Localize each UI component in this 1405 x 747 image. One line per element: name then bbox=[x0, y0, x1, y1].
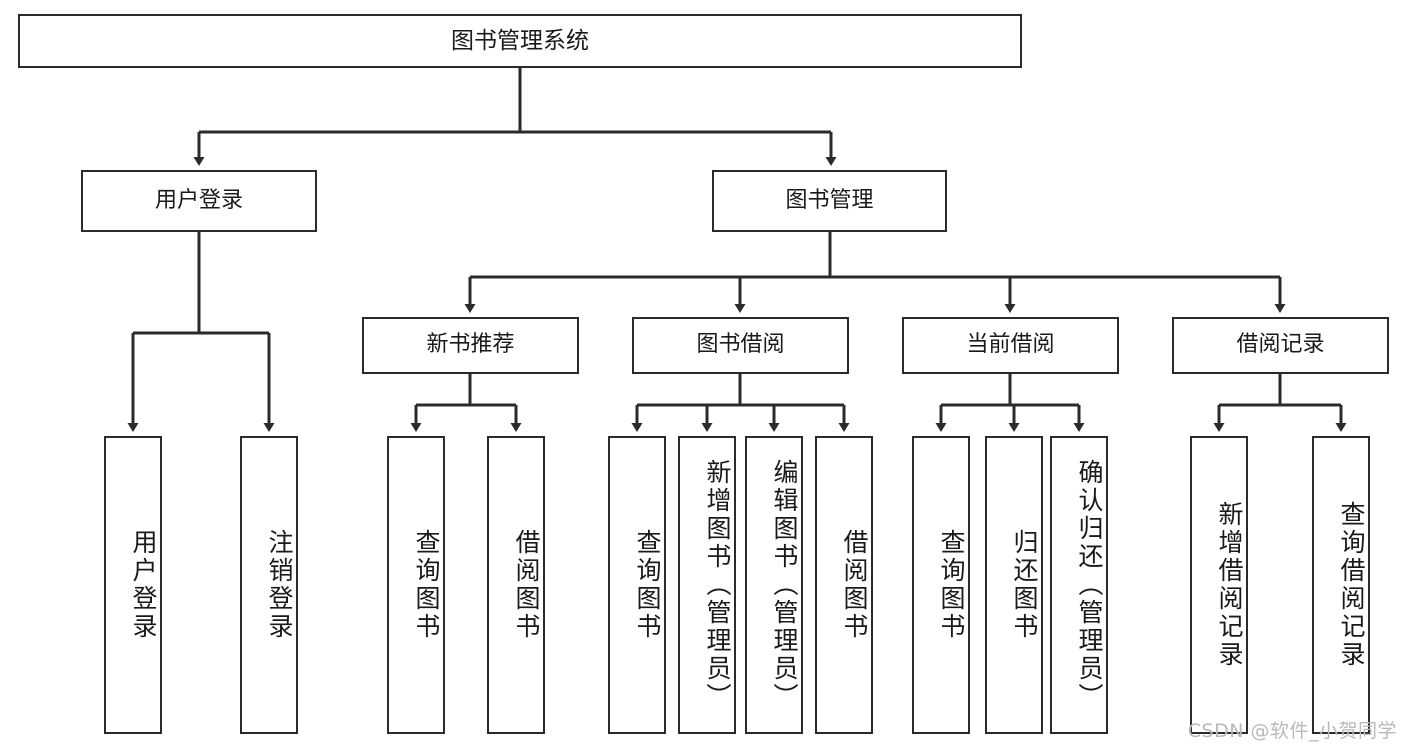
leaf-node[interactable]: 注销登录 bbox=[240, 436, 298, 734]
node-current-borrow-label: 当前借阅 bbox=[966, 332, 1055, 358]
leaf-node[interactable]: 用户登录 bbox=[104, 436, 162, 734]
node-current-borrow[interactable]: 当前借阅 bbox=[902, 317, 1119, 374]
leaf-node[interactable]: 确认归还（管理员） bbox=[1050, 436, 1108, 734]
node-book-borrow[interactable]: 图书借阅 bbox=[632, 317, 849, 374]
leaf-node[interactable]: 借阅图书 bbox=[487, 436, 545, 734]
node-new-book-recommend-label: 新书推荐 bbox=[426, 332, 515, 358]
node-book-borrow-label: 图书借阅 bbox=[696, 332, 785, 358]
node-book-management[interactable]: 图书管理 bbox=[712, 170, 947, 232]
node-user-login[interactable]: 用户登录 bbox=[81, 170, 317, 232]
leaf-node-label: 编辑图书（管理员） bbox=[770, 459, 799, 711]
leaf-node-label: 查询图书 bbox=[412, 529, 441, 641]
leaf-node-label: 查询图书 bbox=[633, 529, 662, 641]
leaf-node[interactable]: 查询图书 bbox=[608, 436, 666, 734]
leaf-node[interactable]: 归还图书 bbox=[985, 436, 1043, 734]
leaf-node-label: 查询图书 bbox=[937, 529, 966, 641]
leaf-node[interactable]: 编辑图书（管理员） bbox=[745, 436, 803, 734]
node-root[interactable]: 图书管理系统 bbox=[18, 14, 1022, 68]
leaf-node-label: 用户登录 bbox=[129, 529, 158, 641]
leaf-node-label: 确认归还（管理员） bbox=[1075, 459, 1104, 711]
leaf-node[interactable]: 查询图书 bbox=[912, 436, 970, 734]
leaf-node-label: 借阅图书 bbox=[840, 529, 869, 641]
node-borrow-record[interactable]: 借阅记录 bbox=[1172, 317, 1389, 374]
node-book-management-label: 图书管理 bbox=[785, 187, 874, 213]
node-borrow-record-label: 借阅记录 bbox=[1236, 332, 1325, 358]
leaf-node-label: 查询借阅记录 bbox=[1337, 501, 1366, 669]
node-new-book-recommend[interactable]: 新书推荐 bbox=[362, 317, 579, 374]
leaf-node-label: 借阅图书 bbox=[512, 529, 541, 641]
leaf-node[interactable]: 新增图书（管理员） bbox=[678, 436, 736, 734]
leaf-node-label: 新增借阅记录 bbox=[1215, 501, 1244, 669]
node-root-label: 图书管理系统 bbox=[451, 27, 589, 54]
leaf-node[interactable]: 新增借阅记录 bbox=[1190, 436, 1248, 734]
leaf-node[interactable]: 查询图书 bbox=[387, 436, 445, 734]
leaf-node-label: 新增图书（管理员） bbox=[703, 459, 732, 711]
leaf-node[interactable]: 查询借阅记录 bbox=[1312, 436, 1370, 734]
leaf-node[interactable]: 借阅图书 bbox=[815, 436, 873, 734]
watermark: CSDN @软件_小贺同学 bbox=[1187, 720, 1397, 742]
leaf-node-label: 归还图书 bbox=[1010, 529, 1039, 641]
leaf-node-label: 注销登录 bbox=[265, 529, 294, 641]
node-user-login-label: 用户登录 bbox=[154, 187, 243, 213]
